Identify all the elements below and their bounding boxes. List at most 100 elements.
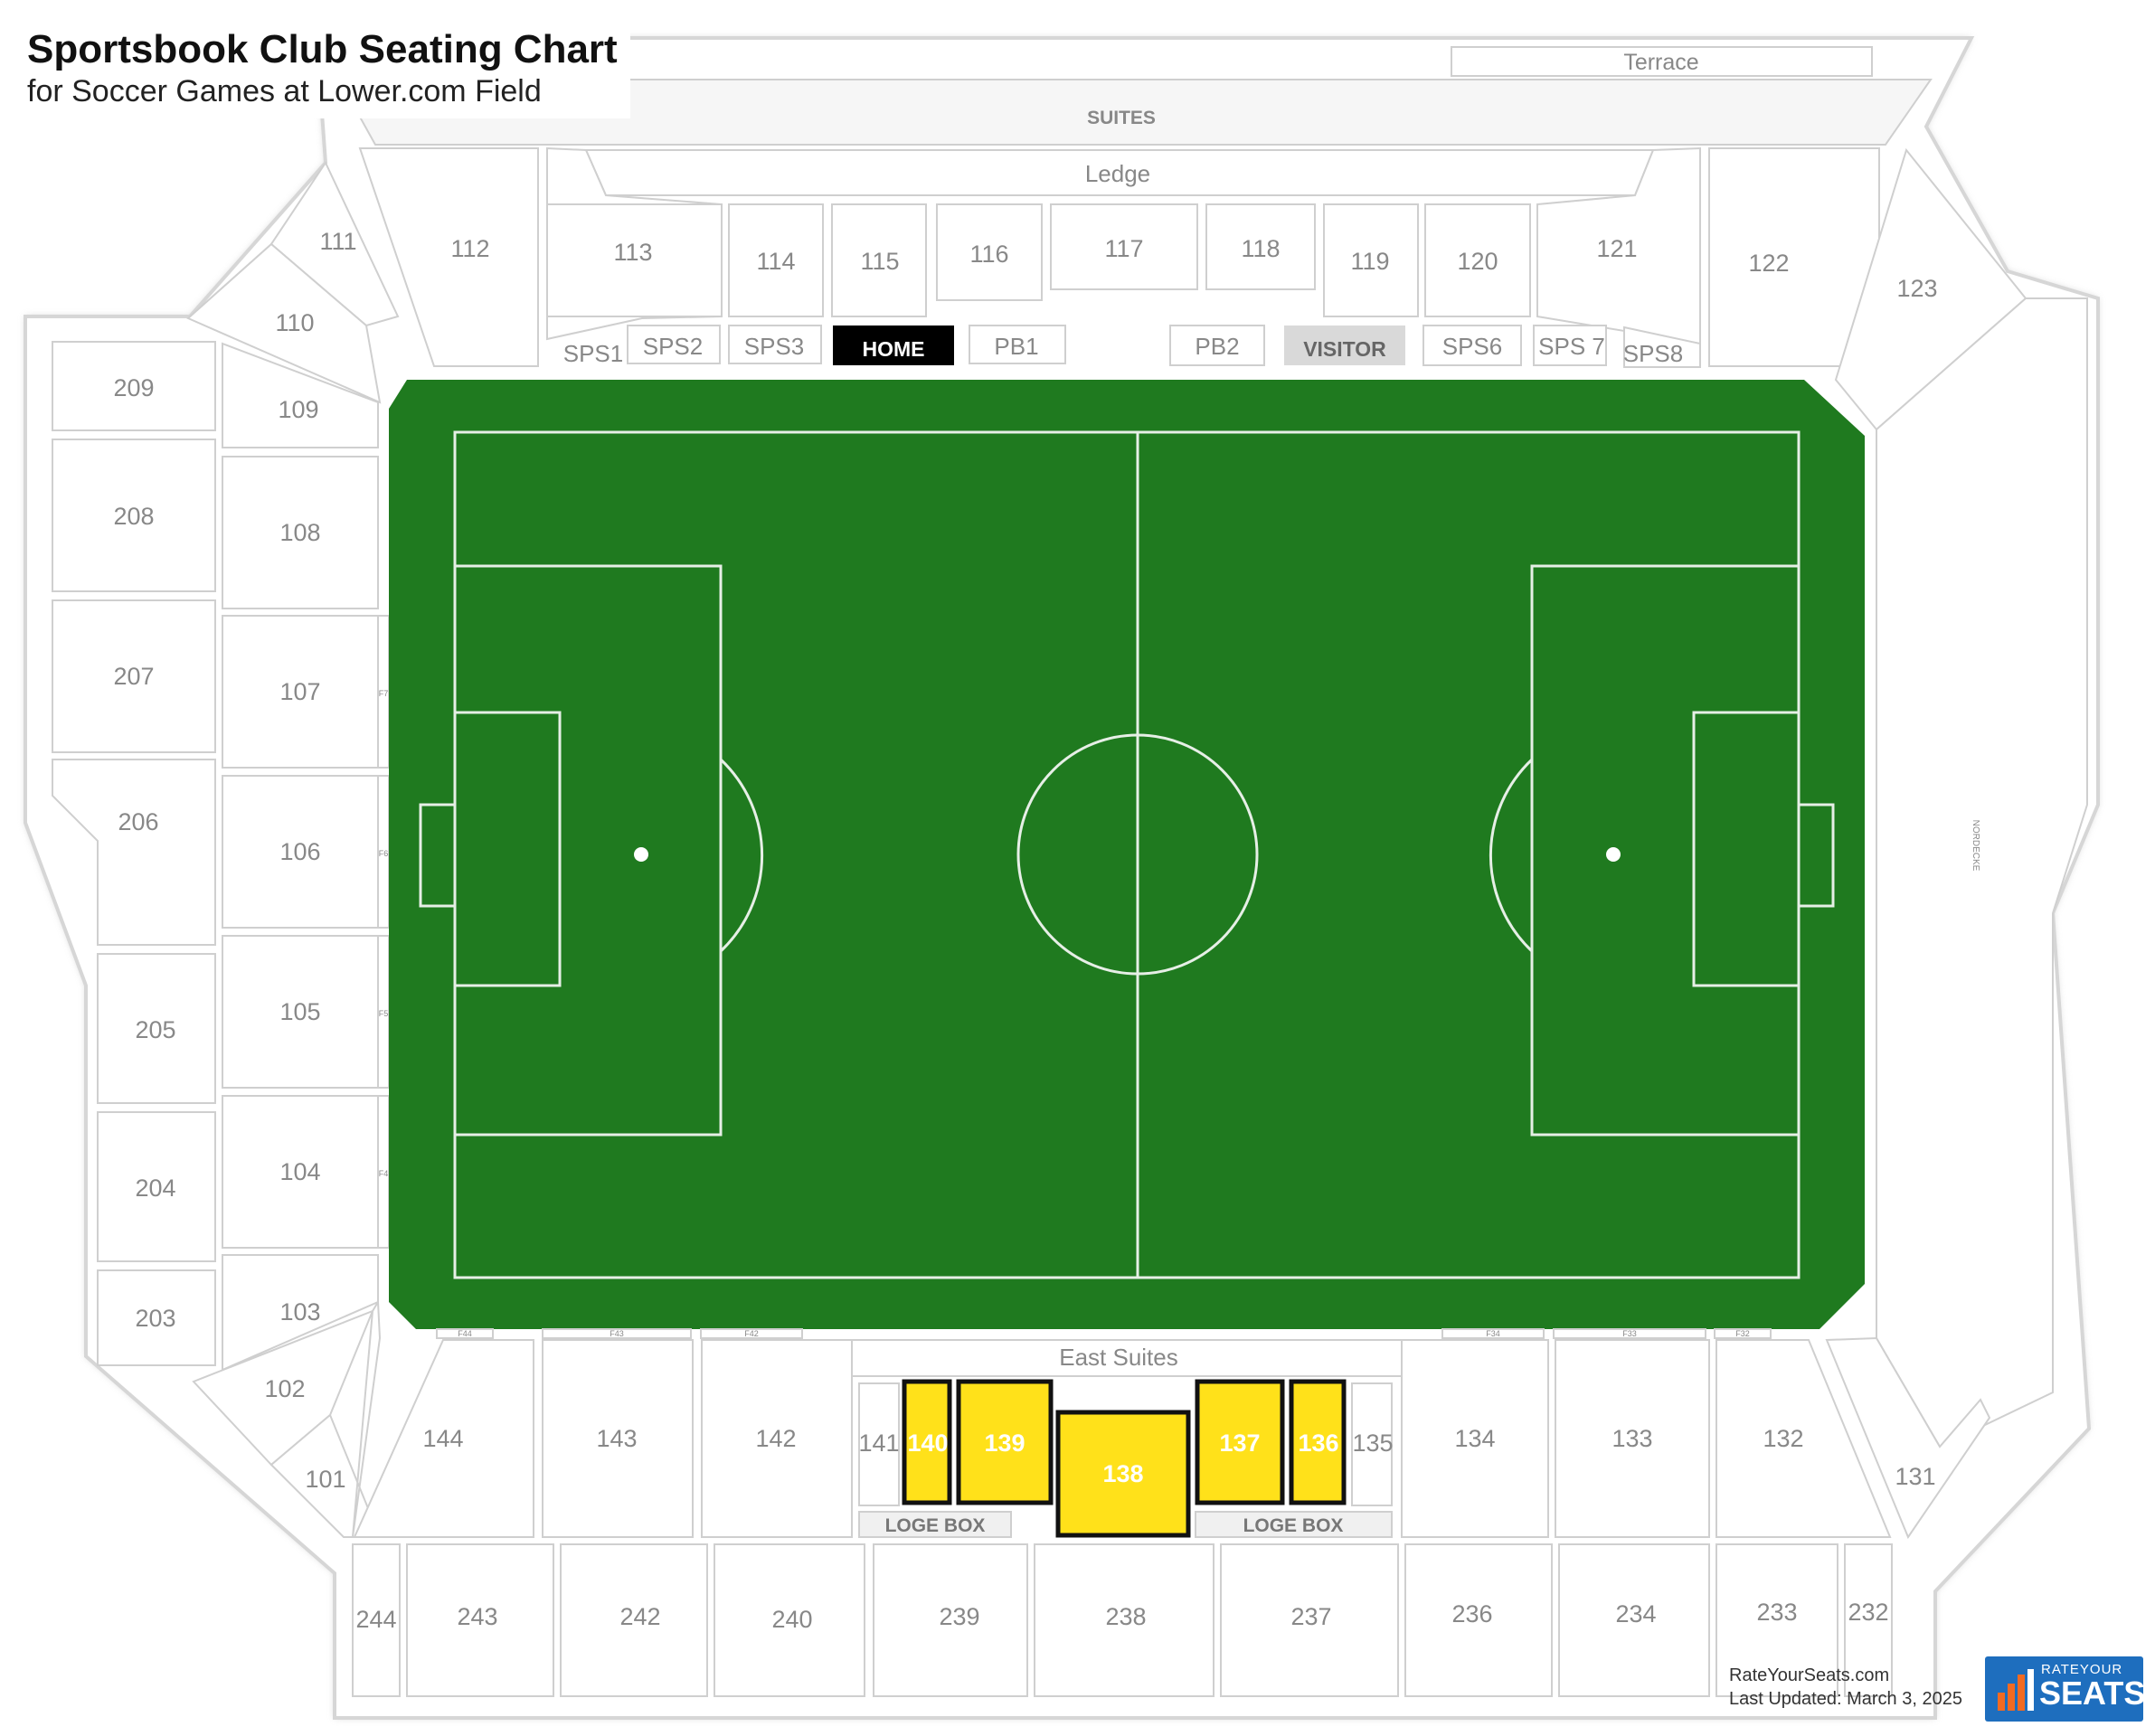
section-112[interactable] [358, 147, 539, 367]
ledge[interactable]: Ledge [584, 149, 1655, 196]
section-135[interactable] [1351, 1382, 1393, 1506]
label-111: 111 [319, 228, 356, 255]
label-205: 205 [135, 1016, 175, 1043]
left-sections [52, 341, 390, 1538]
left-labels: 109 108 107 106 105 104 103 102 101 209 … [113, 374, 388, 1493]
section-117[interactable] [1050, 203, 1198, 290]
terrace[interactable]: Terrace [1451, 46, 1873, 77]
section-239[interactable] [873, 1543, 1028, 1697]
label-138: 138 [1102, 1460, 1143, 1487]
label-f43: F43 [610, 1329, 624, 1338]
section-243[interactable] [406, 1543, 554, 1697]
loge-box-right[interactable] [1195, 1511, 1393, 1538]
section-134[interactable] [1401, 1339, 1549, 1538]
section-136[interactable] [1289, 1379, 1347, 1505]
label-sps1: SPS1 [563, 340, 624, 367]
section-144[interactable] [353, 1339, 534, 1538]
suites[interactable]: SUITES [337, 79, 1933, 146]
section-137[interactable] [1195, 1379, 1285, 1505]
section-sps8[interactable] [1623, 326, 1701, 368]
section-121[interactable] [1536, 146, 1701, 345]
rateyourseats-logo[interactable]: RATEYOUR SEATS [1985, 1656, 2145, 1722]
section-113[interactable] [546, 203, 723, 317]
label-133: 133 [1612, 1425, 1652, 1452]
section-sps6[interactable] [1422, 325, 1522, 366]
label-237: 237 [1290, 1603, 1331, 1630]
label-122: 122 [1748, 250, 1789, 277]
fence-labels: F44 F43 F42 F34 F33 F32 [458, 1329, 1750, 1338]
label-f34: F34 [1486, 1329, 1500, 1338]
section-140[interactable] [902, 1379, 952, 1505]
section-244[interactable] [352, 1543, 401, 1697]
label-f6: F6 [379, 849, 389, 858]
logo-small-text: RATEYOUR [2041, 1662, 2123, 1677]
section-139[interactable] [956, 1379, 1054, 1505]
loge-box-right-label: LOGE BOX [1243, 1515, 1344, 1536]
section-207[interactable] [52, 599, 216, 753]
section-119[interactable] [1323, 203, 1419, 317]
section-240[interactable] [714, 1543, 865, 1697]
section-143[interactable] [542, 1339, 694, 1538]
section-118[interactable] [1205, 203, 1316, 290]
label-233: 233 [1756, 1599, 1797, 1626]
label-206: 206 [118, 808, 158, 835]
section-132[interactable] [1715, 1339, 1892, 1538]
section-206[interactable] [52, 759, 216, 946]
label-119: 119 [1350, 248, 1389, 275]
label-117: 117 [1104, 235, 1143, 262]
section-sps3[interactable] [728, 325, 822, 364]
ledge-label: Ledge [1085, 160, 1150, 187]
section-141[interactable] [858, 1382, 900, 1506]
section-238[interactable] [1034, 1543, 1215, 1697]
section-107[interactable] [222, 615, 379, 769]
section-109[interactable] [222, 342, 379, 448]
section-sps2[interactable] [627, 325, 721, 364]
east-suites[interactable]: East Suites [813, 1339, 1437, 1377]
section-234[interactable] [1558, 1543, 1710, 1697]
chart-header: Sportsbook Club Seating Chart for Soccer… [27, 25, 630, 118]
section-104[interactable] [222, 1095, 379, 1249]
section-pb2[interactable] [1169, 325, 1265, 366]
section-106[interactable] [222, 775, 379, 929]
section-108[interactable] [222, 456, 379, 609]
page-title: Sportsbook Club Seating Chart [27, 27, 618, 71]
label-113: 113 [613, 239, 652, 266]
visitor-bench[interactable] [1284, 326, 1405, 365]
section-115[interactable] [831, 203, 927, 317]
section-120[interactable] [1424, 203, 1531, 317]
section-sps7[interactable] [1533, 325, 1607, 366]
section-204[interactable] [97, 1111, 216, 1262]
terrace-label: Terrace [1623, 50, 1698, 75]
label-f44: F44 [458, 1329, 472, 1338]
section-237[interactable] [1220, 1543, 1399, 1697]
section-233[interactable] [1715, 1543, 1838, 1697]
credit-updated: Last Updated: March 3, 2025 [1729, 1689, 1962, 1709]
section-114[interactable] [728, 203, 824, 317]
nordecke-label: NORDECKE [1971, 820, 1980, 872]
section-242[interactable] [560, 1543, 708, 1697]
section-208[interactable] [52, 439, 216, 592]
label-140: 140 [907, 1429, 948, 1457]
visitor-label: VISITOR [1303, 337, 1386, 361]
section-205[interactable] [97, 953, 216, 1104]
label-120: 120 [1457, 248, 1498, 275]
section-pb1[interactable] [969, 325, 1066, 364]
section-236[interactable] [1404, 1543, 1553, 1697]
label-132: 132 [1763, 1425, 1803, 1452]
section-142[interactable] [701, 1339, 853, 1538]
section-138[interactable] [1055, 1410, 1191, 1538]
label-144: 144 [422, 1425, 463, 1452]
label-204: 204 [135, 1175, 175, 1202]
section-110[interactable] [186, 242, 382, 404]
section-203[interactable] [97, 1269, 216, 1366]
section-133[interactable] [1555, 1339, 1710, 1538]
section-209[interactable] [52, 341, 216, 431]
section-131[interactable] [1825, 1336, 1991, 1540]
home-bench[interactable] [833, 326, 954, 365]
section-116[interactable] [936, 203, 1043, 301]
label-pb1: PB1 [994, 333, 1038, 360]
loge-box-left[interactable] [858, 1511, 1012, 1538]
section-105[interactable] [222, 935, 379, 1089]
section-232[interactable] [1844, 1543, 1893, 1697]
